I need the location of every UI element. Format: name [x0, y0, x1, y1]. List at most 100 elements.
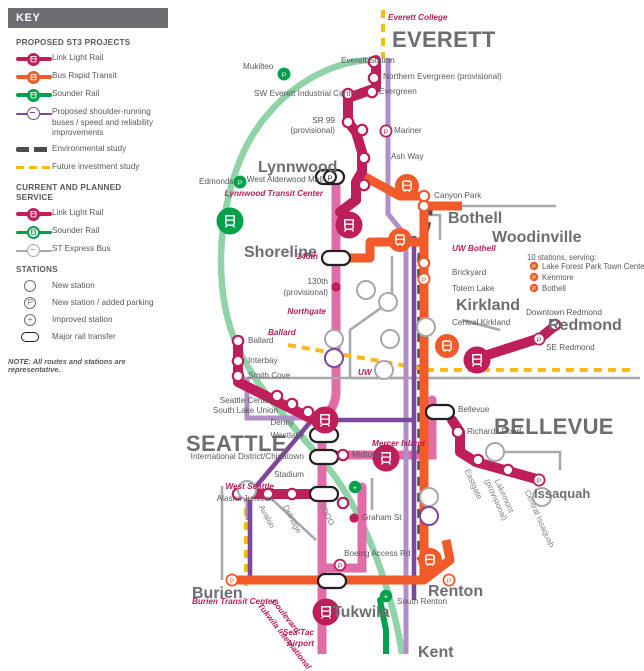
- serving-note-bullets: P P P: [529, 261, 539, 293]
- legend-item-st-express-bus: ST Express Bus: [16, 243, 160, 258]
- legend-label-new-station: New station: [52, 280, 95, 290]
- serving-note-item-kenmore: Kenmore: [542, 273, 574, 282]
- station-label-everett-station: Everett Station: [341, 56, 395, 65]
- legend-item-sounder-existing: Sounder Rail: [16, 225, 160, 240]
- station-label-130th-provisional: (provisional): [283, 288, 328, 297]
- station-label-seatac-airport: Airport: [286, 639, 314, 648]
- station-label-seatac: Sea-Tac: [282, 628, 314, 637]
- legend-label-link-light-rail: Link Light Rail: [52, 53, 104, 63]
- legend-label-environmental-study: Environmental study: [52, 143, 127, 153]
- legend-section-heading-current: CURRENT AND PLANNED SERVICE: [16, 182, 122, 202]
- hub-icons: [216, 174, 552, 626]
- svg-text:P: P: [238, 180, 243, 187]
- dash-icon-environmental: [16, 143, 52, 157]
- station-label-ballard: Ballard: [248, 336, 274, 345]
- station-label-denny: Denny: [270, 418, 294, 427]
- station-label-130th: 130th: [307, 277, 329, 286]
- map-canvas: P P P P P P P P P P + + P: [216, 10, 640, 654]
- svg-text:P: P: [230, 578, 235, 585]
- legend-item-sounder-rail: Sounder Rail: [16, 88, 160, 103]
- serving-note-item-lfp: Lake Forest Park Town Center: [542, 262, 644, 271]
- parking-station-markers: P P P P P P P P P P + +: [225, 67, 546, 603]
- legend-item-major-rail-transfer: Major rail transfer: [16, 331, 160, 344]
- legend-item-shoulder-running: Proposed shoulder-running buses / speed …: [16, 106, 160, 139]
- legend-section-heading-proposed: PROPOSED ST3 PROJECTS: [16, 38, 131, 47]
- city-label-woodinville: Woodinville: [492, 229, 582, 246]
- legend-label-sounder-rail: Sounder Rail: [52, 89, 100, 99]
- city-label-everett: EVERETT: [392, 27, 496, 52]
- city-label-issaquah: Issaquah: [534, 486, 591, 501]
- svg-text:P: P: [532, 276, 536, 282]
- legend-item-improved-station: + Improved station: [16, 313, 160, 327]
- city-label-bothell: Bothell: [448, 210, 503, 227]
- svg-text:P: P: [338, 563, 342, 570]
- dash-icon-future: [16, 161, 52, 175]
- legend-label-new-station-parking: New station / added parking: [52, 297, 154, 307]
- city-label-burien: Burien: [192, 585, 243, 602]
- station-label-international-district: International District/Chinatown: [190, 452, 304, 461]
- station-label-graham-st: Graham St: [362, 513, 402, 522]
- svg-text:P: P: [532, 287, 536, 293]
- svg-text:P: P: [384, 129, 389, 136]
- legend-item-link-light-rail: Link Light Rail: [16, 52, 160, 67]
- city-label-renton: Renton: [428, 583, 484, 600]
- legend-label-improved-station: Improved station: [52, 314, 113, 324]
- station-label-mukilteo: Mukilteo: [243, 62, 274, 71]
- city-label-tukwila: Tukwila: [332, 604, 390, 621]
- legend-label-shoulder-running: Proposed shoulder-running buses / speed …: [52, 107, 154, 138]
- station-label-everett-college: Everett College: [388, 13, 448, 22]
- light-rail-icon: [16, 52, 52, 67]
- bus-express-icon: [16, 243, 52, 258]
- station-label-south-lake-union: South Lake Union: [212, 406, 278, 415]
- station-label-richards-road: Richards Road: [467, 427, 522, 436]
- station-label-brickyard: Brickyard: [452, 268, 487, 277]
- city-label-kent: Kent: [418, 644, 454, 661]
- station-label-edmonds: Edmonds: [199, 177, 234, 186]
- city-label-bellevue: BELLEVUE: [494, 414, 614, 439]
- station-label-lynnwood-transit-center: Lynnwood Transit Center: [224, 189, 323, 198]
- station-label-mariner: Mariner: [394, 126, 422, 135]
- station-label-seattle-center: Seattle Center: [219, 396, 272, 405]
- svg-text:P: P: [532, 265, 536, 271]
- station-label-northgate: Northgate: [287, 307, 326, 316]
- station-label-northern-evergreen: Northern Evergreen (provisional): [383, 72, 502, 81]
- legend-section-heading-stations: STATIONS: [16, 265, 58, 275]
- station-improved-icon: +: [16, 313, 52, 327]
- light-rail-existing-icon: [16, 207, 52, 222]
- station-parking-icon: P: [16, 296, 52, 310]
- station-label-ballard-existing: Ballard: [268, 328, 296, 337]
- station-label-canyon-park: Canyon Park: [434, 191, 482, 200]
- station-transfer-icon: [16, 331, 52, 344]
- city-label-shoreline: Shoreline: [244, 244, 317, 261]
- city-label-redmond: Redmond: [548, 317, 622, 334]
- bus-icon: [16, 70, 52, 85]
- legend-item-bus-rapid-transit: Bus Rapid Transit: [16, 70, 160, 85]
- legend-label-major-rail-transfer: Major rail transfer: [52, 331, 116, 341]
- legend-label-bus-rapid-transit: Bus Rapid Transit: [52, 71, 117, 81]
- station-label-west-seattle: West Seattle: [225, 482, 274, 491]
- legend-item-future-study: Future investment study: [16, 161, 160, 175]
- station-label-sw-everett: SW Everett Industrial Center: [254, 89, 358, 98]
- legend-item-link-existing: Link Light Rail: [16, 207, 160, 222]
- station-label-bellevue: Bellevue: [458, 405, 490, 414]
- station-label-evergreen: Evergreen: [379, 87, 417, 96]
- station-label-sr99: SR 99: [312, 116, 335, 125]
- legend-label-st-express-bus: ST Express Bus: [52, 244, 111, 254]
- svg-text:P: P: [328, 176, 333, 183]
- svg-text:+: +: [384, 592, 388, 601]
- station-label-downtown-redmond: Downtown Redmond: [526, 308, 603, 317]
- legend-title: KEY: [8, 8, 168, 28]
- station-label-sr99-provisional: (provisional): [290, 126, 335, 135]
- station-label-se-redmond: SE Redmond: [546, 343, 595, 352]
- legend-label-sounder-existing: Sounder Rail: [52, 226, 100, 236]
- legend-label-future-study: Future investment study: [52, 161, 140, 171]
- svg-text:P: P: [447, 578, 452, 585]
- shoulder-bus-icon: [16, 106, 52, 121]
- legend-item-new-station-parking: P New station / added parking: [16, 296, 160, 310]
- station-label-alaska-junction: Alaska Junction: [216, 494, 274, 503]
- city-label-seattle: SEATTLE: [186, 431, 287, 456]
- legend-item-new-station: New station: [16, 279, 160, 293]
- station-label-midtown: Midtown: [352, 450, 383, 459]
- svg-text:P: P: [537, 478, 542, 485]
- train-icon: [16, 88, 52, 103]
